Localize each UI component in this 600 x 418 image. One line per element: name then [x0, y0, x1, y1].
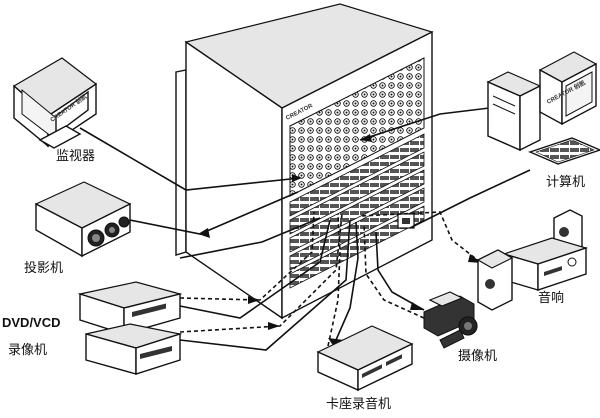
monitor-label: 监视器 — [56, 149, 96, 164]
camcorder — [423, 291, 478, 349]
vcr — [85, 323, 183, 375]
cables — [79, 105, 531, 351]
cassette-label: 卡座录音机 — [326, 397, 392, 412]
audio-label: 音响 — [538, 291, 565, 306]
projector-label: 投影机 — [24, 261, 64, 276]
matrix-switcher: CREATOR — [175, 3, 434, 320]
computer-label: 计算机 — [546, 175, 586, 190]
projector — [34, 181, 132, 258]
camcorder-label: 摄像机 — [458, 349, 498, 364]
monitor: CREATOR 创凯 — [12, 57, 98, 149]
vcr-label: 录像机 — [8, 343, 48, 358]
dvd-player — [77, 281, 183, 335]
cassette-deck — [316, 325, 414, 392]
computer: CREATOR 创凯 — [486, 51, 600, 165]
audio-system — [476, 209, 589, 311]
dvd-label: DVD/VCD — [2, 315, 61, 330]
